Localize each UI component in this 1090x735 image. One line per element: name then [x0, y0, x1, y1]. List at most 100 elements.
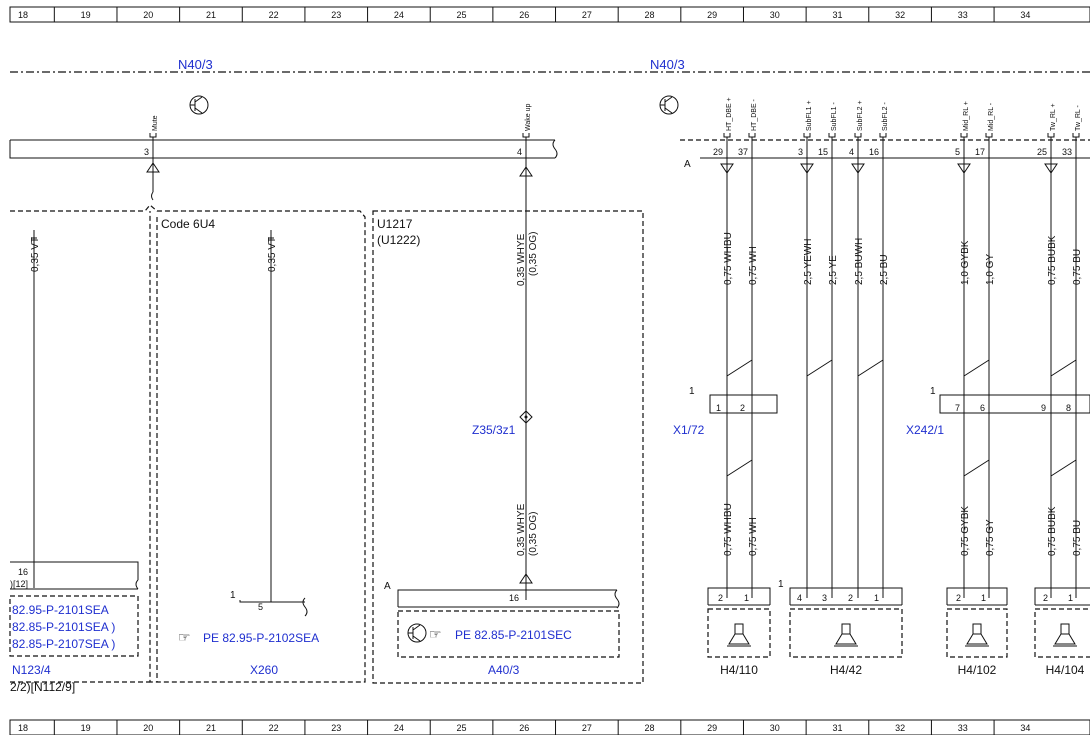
a40-label[interactable]: A40/3 — [488, 663, 520, 677]
wire-cut-mark — [963, 359, 990, 377]
wake-wire-label-upper: 0,35 WHYE — [516, 233, 527, 286]
connector-letter-a: A — [684, 159, 691, 170]
speaker-connector — [789, 587, 903, 605]
n123-ref-2[interactable]: 82.85-P-2101SEA ) — [12, 620, 115, 634]
svg-text:☞: ☞ — [178, 629, 191, 645]
control-unit-label-left[interactable]: N40/3 — [178, 57, 213, 72]
splice-label[interactable]: Z35/3z1 — [472, 423, 516, 437]
wake-wire-arrow — [519, 573, 533, 584]
splice-icon[interactable] — [519, 410, 533, 424]
x242-label[interactable]: X242/1 — [906, 423, 944, 437]
wire-label-lower: 0,75 WHBU — [723, 503, 734, 556]
wake-up-wire[interactable] — [519, 158, 533, 600]
x260-connector — [239, 600, 305, 603]
pin-socket — [149, 133, 157, 138]
mute-wire[interactable] — [146, 158, 160, 201]
speaker-label[interactable]: H4/110 — [720, 663, 758, 677]
ruler-label: 19 — [81, 10, 91, 20]
wire-cut-mark — [1050, 359, 1077, 377]
pin-number: 4 — [517, 147, 522, 157]
pin-socket — [854, 133, 862, 138]
pin-name: Wake up — [525, 104, 532, 131]
n123-ref-3[interactable]: 82.85-P-2107SEA ) — [12, 637, 115, 651]
pin-socket — [1072, 133, 1080, 138]
pin-name: Tw_RL - — [1075, 105, 1082, 131]
hand-pointer-icon: ☞ — [178, 629, 191, 645]
ruler-label: 21 — [206, 723, 216, 733]
speaker-pin: 2 — [1043, 593, 1048, 603]
ruler-label: 18 — [18, 723, 28, 733]
wire-label-upper: 2,5 YE — [828, 255, 839, 285]
speaker-connector — [707, 587, 771, 605]
wire-label-upper: 1,0 GY — [985, 254, 996, 285]
ruler-frame — [9, 6, 1090, 23]
pin-number: 3 — [798, 147, 803, 157]
u-code-primary: U1217 — [377, 217, 413, 231]
wire-label-vt-2: 0,35 VT — [267, 237, 278, 272]
ruler-label: 22 — [269, 10, 279, 20]
x242-pin-6: 6 — [980, 403, 985, 413]
wire-cut-mark — [857, 359, 884, 377]
speaker-box — [789, 608, 903, 658]
pin-number: 37 — [738, 147, 748, 157]
wire-label-upper: 2,5 BU — [879, 254, 890, 285]
speaker-label[interactable]: H4/104 — [1046, 663, 1085, 677]
n123-label[interactable]: N123/4 — [12, 663, 51, 677]
loudspeaker-icon — [1053, 623, 1077, 647]
ruler-label: 31 — [832, 10, 842, 20]
ruler-label: 23 — [331, 10, 341, 20]
control-unit-label-right[interactable]: N40/3 — [650, 57, 685, 72]
ruler-label: 29 — [707, 10, 717, 20]
a40-ref[interactable]: PE 82.85-P-2101SEC — [455, 628, 572, 642]
pin-name: Tw_RL + — [1050, 103, 1057, 131]
wire-label-lower: 0,75 BU — [1072, 520, 1083, 556]
x260-ref[interactable]: PE 82.95-P-2102SEA — [203, 631, 319, 645]
wake-wire-label-lower: 0,35 WHYE — [516, 503, 527, 556]
loudspeaker-icon — [727, 623, 751, 647]
pin-socket — [879, 133, 887, 138]
wake-wire-label-upper-alt: (0,35 OG) — [528, 232, 539, 276]
x260-count: 1 — [230, 590, 236, 601]
svg-text:☞: ☞ — [429, 626, 442, 642]
x260-label[interactable]: X260 — [250, 663, 278, 677]
wire-arrow — [957, 163, 971, 174]
pin-number: 3 — [144, 147, 149, 157]
wire-label-upper: 1,0 GYBK — [960, 240, 971, 285]
pin-name: SubFL1 + — [806, 100, 813, 131]
x242-count: 1 — [930, 386, 936, 397]
pin-socket — [1047, 133, 1055, 138]
transistor-icon — [407, 623, 427, 643]
pin-number: 29 — [713, 147, 723, 157]
x242-pin-7: 7 — [955, 403, 960, 413]
speaker-pin: 2 — [848, 593, 853, 603]
n123-connector — [10, 561, 139, 580]
speaker-label[interactable]: H4/42 — [830, 663, 862, 677]
transistor-icon — [659, 95, 679, 115]
ruler-label: 25 — [457, 723, 467, 733]
speaker-connector — [946, 587, 1008, 605]
ruler-label: 28 — [644, 10, 654, 20]
pin-socket — [522, 133, 530, 138]
speaker-box — [1034, 608, 1090, 658]
pin-name: SubFL2 - — [882, 102, 889, 131]
ruler-frame — [9, 719, 1090, 735]
ruler-label: 21 — [206, 10, 216, 20]
n123-ref-1[interactable]: 82.95-P-2101SEA — [12, 603, 109, 617]
ruler-label: 33 — [958, 723, 968, 733]
pin-number: 25 — [1037, 147, 1047, 157]
ruler-label: 29 — [707, 723, 717, 733]
ruler-label: 27 — [582, 10, 592, 20]
x1-label[interactable]: X1/72 — [673, 423, 705, 437]
a40-pin: 16 — [509, 593, 519, 603]
ruler-label: 33 — [958, 10, 968, 20]
x242-connector-housing — [939, 394, 1090, 414]
speaker-label[interactable]: H4/102 — [958, 663, 997, 677]
ruler-label: 32 — [895, 10, 905, 20]
wire-cut-mark — [1050, 459, 1077, 477]
pin-number: 15 — [818, 147, 828, 157]
wire-label-lower: 0,75 WH — [748, 517, 759, 556]
wire-label-upper: 0,75 WH — [748, 246, 759, 285]
ruler-label: 27 — [582, 723, 592, 733]
wire-arrow — [851, 163, 865, 174]
